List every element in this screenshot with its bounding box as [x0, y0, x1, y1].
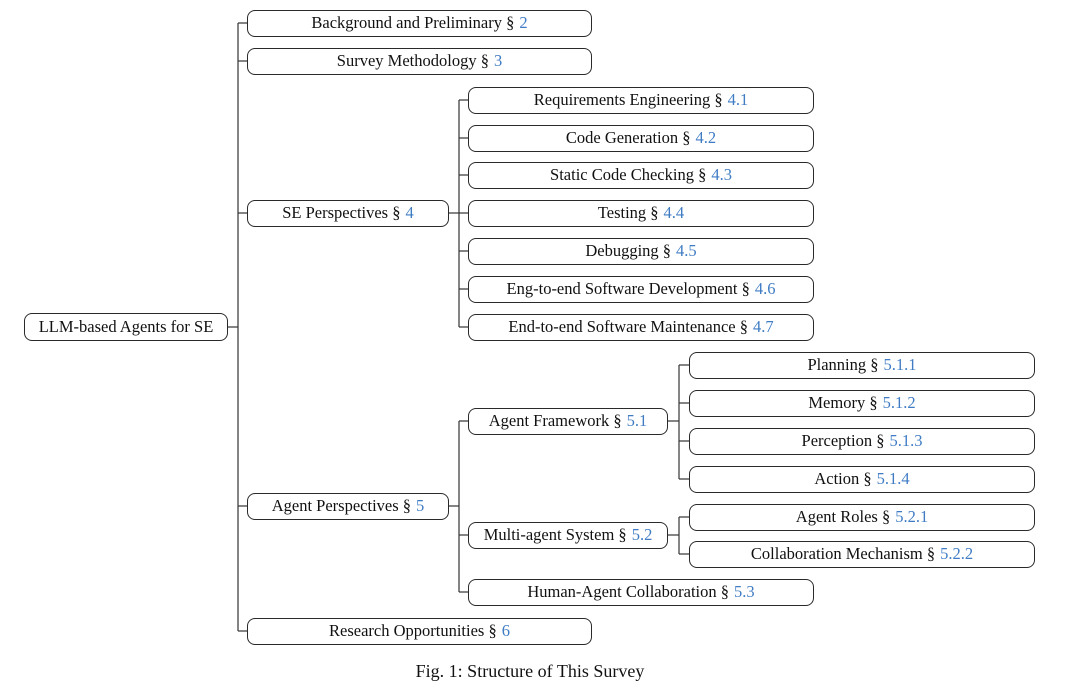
node-static-code-checking: Static Code Checking § 4.3: [468, 162, 814, 189]
node-label: Collaboration Mechanism §: [750, 544, 936, 564]
node-label: Static Code Checking §: [550, 165, 707, 185]
section-link[interactable]: 4.5: [676, 241, 697, 261]
node-agent-perspectives: Agent Perspectives § 5: [247, 493, 449, 520]
node-memory: Memory § 5.1.2: [689, 390, 1035, 417]
section-link[interactable]: 4.3: [711, 165, 732, 185]
node-testing: Testing § 4.4: [468, 200, 814, 227]
section-link[interactable]: 6: [501, 621, 510, 641]
node-collaboration-mechanism: Collaboration Mechanism § 5.2.2: [689, 541, 1035, 568]
section-link[interactable]: 5.2.1: [895, 507, 929, 527]
node-agent-roles: Agent Roles § 5.2.1: [689, 504, 1035, 531]
node-label: Survey Methodology §: [336, 51, 489, 71]
node-planning: Planning § 5.1.1: [689, 352, 1035, 379]
node-label: Agent Framework §: [488, 411, 622, 431]
node-requirements-engineering: Requirements Engineering § 4.1: [468, 87, 814, 114]
section-link[interactable]: 5.1.2: [882, 393, 916, 413]
section-link[interactable]: 4.7: [753, 317, 774, 337]
section-link[interactable]: 5: [416, 496, 425, 516]
node-label: Debugging §: [585, 241, 672, 261]
node-label: Code Generation §: [565, 128, 691, 148]
node-llm-based-agents-for-se: LLM-based Agents for SE: [24, 313, 228, 341]
node-se-perspectives: SE Perspectives § 4: [247, 200, 449, 227]
node-research-opportunities: Research Opportunities § 6: [247, 618, 592, 645]
figure-caption: Fig. 1: Structure of This Survey: [415, 661, 645, 681]
node-perception: Perception § 5.1.3: [689, 428, 1035, 455]
node-label: Eng-to-end Software Development §: [506, 279, 750, 299]
node-label: Testing §: [597, 203, 659, 223]
section-link[interactable]: 4.1: [727, 90, 749, 110]
section-link[interactable]: 4.2: [695, 128, 717, 148]
section-link[interactable]: 5.2: [631, 525, 653, 545]
node-multi-agent-system: Multi-agent System § 5.2: [468, 522, 668, 549]
section-link[interactable]: 5.2.2: [940, 544, 974, 564]
node-label: Agent Perspectives §: [271, 496, 412, 516]
node-label: Requirements Engineering §: [533, 90, 723, 110]
section-link[interactable]: 4.6: [754, 279, 776, 299]
node-agent-framework: Agent Framework § 5.1: [468, 408, 668, 435]
node-end-to-end-software-maintenance: End-to-end Software Maintenance § 4.7: [468, 314, 814, 341]
section-link[interactable]: 4: [405, 203, 414, 223]
section-link[interactable]: 2: [519, 13, 528, 33]
section-link[interactable]: 3: [493, 51, 503, 71]
node-label: Background and Preliminary §: [311, 13, 515, 33]
section-link[interactable]: 4.4: [663, 203, 685, 223]
node-label: SE Perspectives §: [282, 203, 401, 223]
node-action: Action § 5.1.4: [689, 466, 1035, 493]
node-label: Multi-agent System §: [483, 525, 627, 545]
node-label: Perception §: [801, 431, 885, 451]
node-label: Research Opportunities §: [329, 621, 497, 641]
section-link[interactable]: 5.1: [626, 411, 648, 431]
node-label: Action §: [814, 469, 872, 489]
node-label: Human-Agent Collaboration §: [527, 582, 729, 602]
node-human-agent-collaboration: Human-Agent Collaboration § 5.3: [468, 579, 814, 606]
section-link[interactable]: 5.1.4: [876, 469, 910, 489]
section-link[interactable]: 5.1.1: [883, 355, 917, 375]
node-label: Planning §: [807, 355, 879, 375]
node-label: Memory §: [808, 393, 878, 413]
node-survey-methodology: Survey Methodology § 3: [247, 48, 592, 75]
node-label: LLM-based Agents for SE: [38, 316, 214, 336]
section-link[interactable]: 5.1.3: [889, 431, 923, 451]
node-debugging: Debugging § 4.5: [468, 238, 814, 265]
node-label: End-to-end Software Maintenance §: [508, 317, 748, 337]
node-label: Agent Roles §: [795, 507, 891, 527]
node-code-generation: Code Generation § 4.2: [468, 125, 814, 152]
node-background-and-preliminary: Background and Preliminary § 2: [247, 10, 592, 37]
section-link[interactable]: 5.3: [734, 582, 755, 602]
node-end-to-end-software-development: Eng-to-end Software Development § 4.6: [468, 276, 814, 303]
